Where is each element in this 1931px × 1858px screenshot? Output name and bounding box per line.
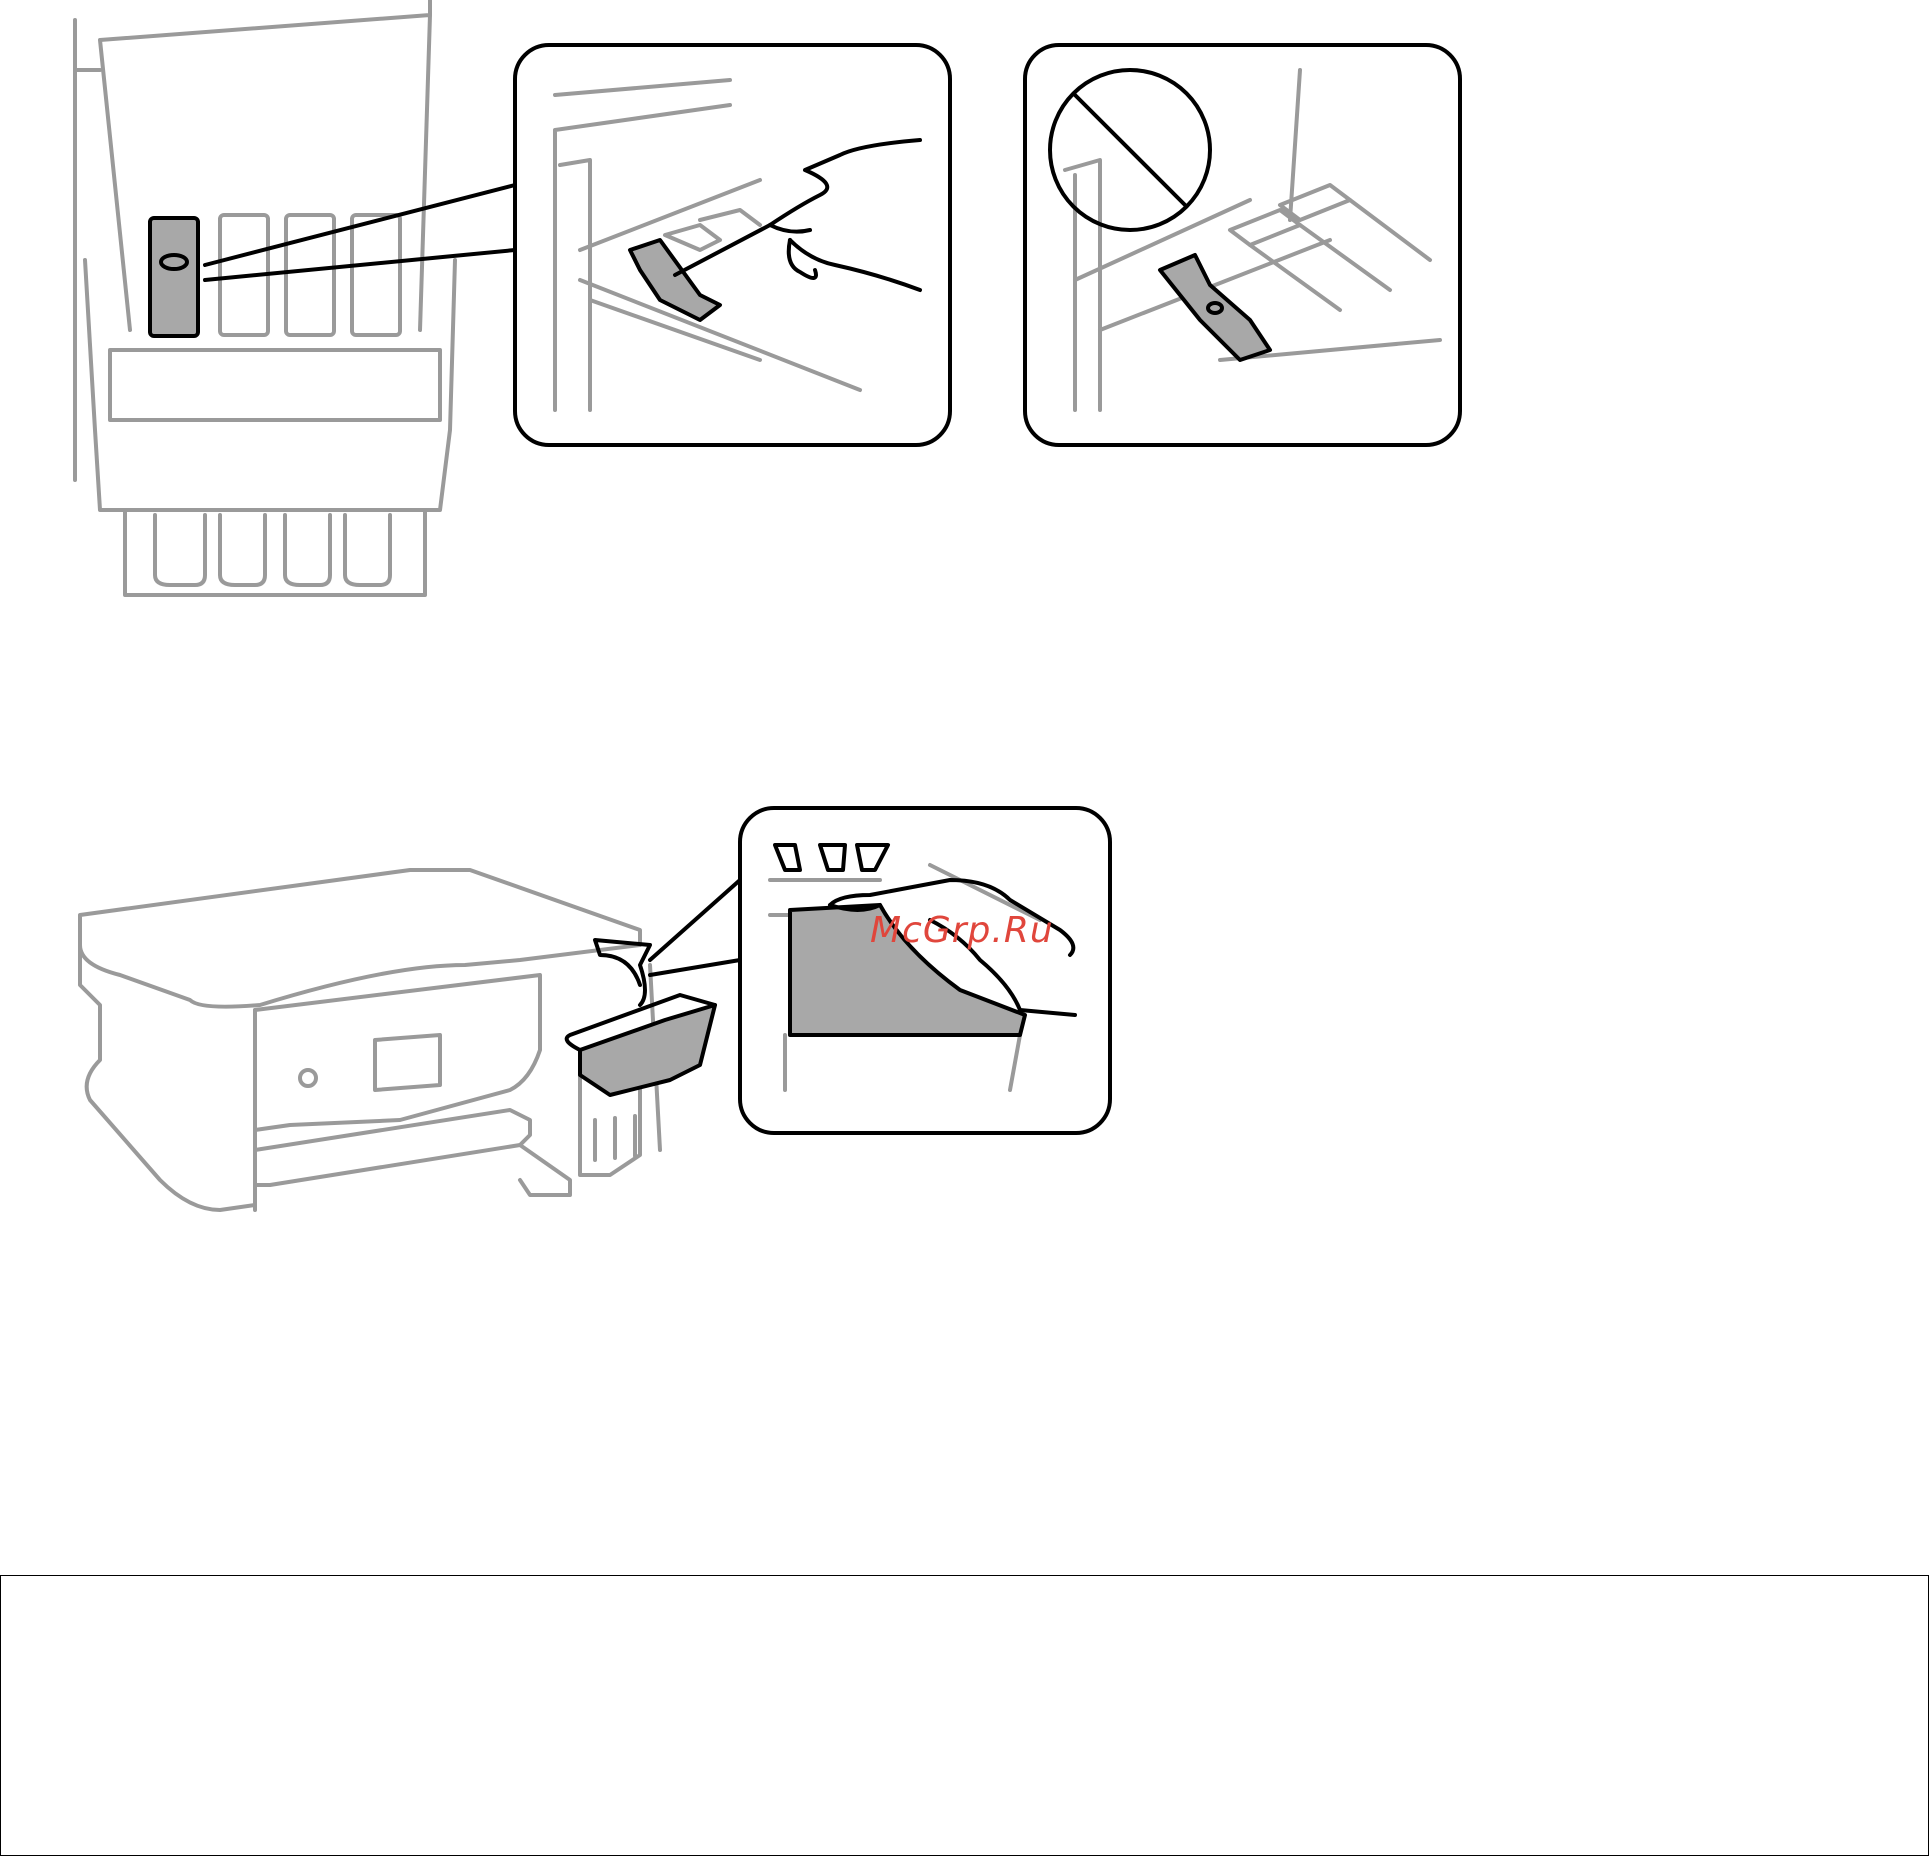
callout-incorrect-close — [1025, 45, 1460, 445]
printer-body — [80, 870, 660, 1210]
ink-tank-illustration — [0, 0, 1931, 620]
tank-cover-flap — [567, 940, 715, 1095]
highlighted-tank-cap — [150, 218, 198, 336]
note-box — [0, 1575, 1929, 1856]
printer-cover-illustration — [0, 780, 1931, 1260]
ink-tank-unit — [75, 0, 515, 595]
callout-press-cover — [740, 808, 1110, 1133]
callout-correct-close — [515, 45, 950, 445]
watermark: McGrp.Ru — [870, 910, 1054, 951]
callout-pointer — [650, 880, 740, 975]
